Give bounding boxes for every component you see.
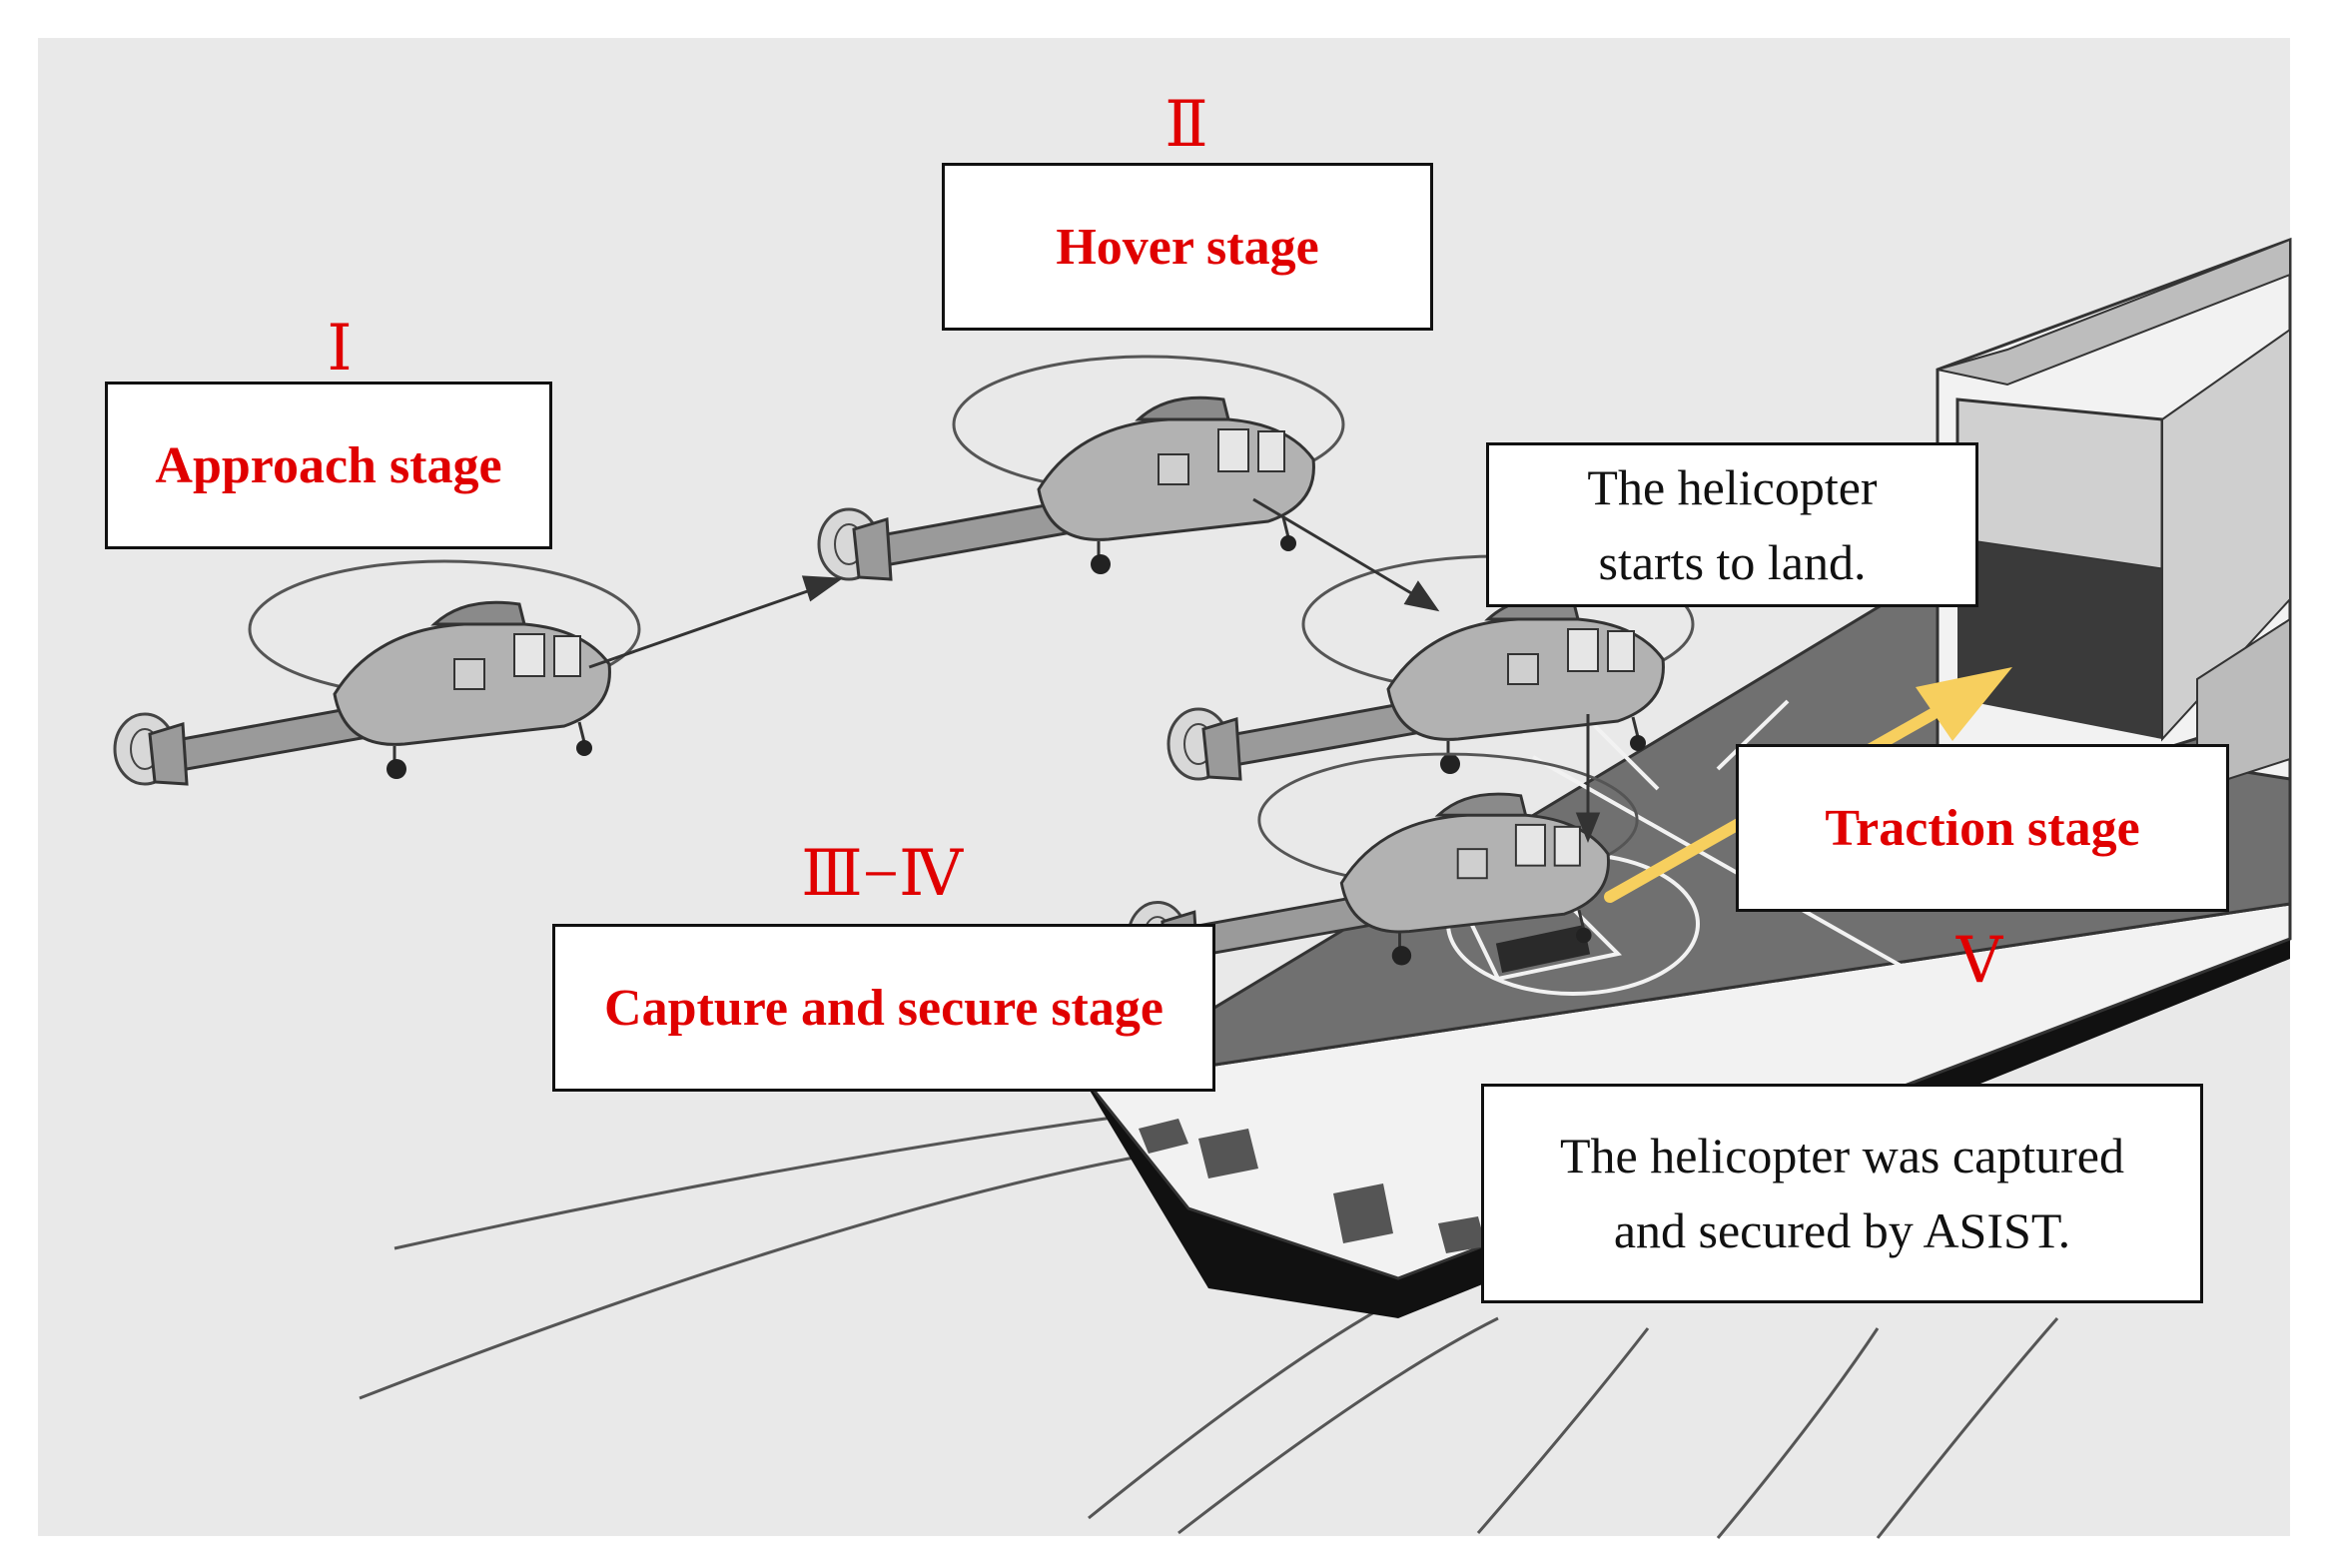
stage-numeral-hover: Ⅱ bbox=[1164, 89, 1208, 160]
stage-numeral-capture: Ⅲ−Ⅳ bbox=[801, 838, 963, 909]
stage-numeral-traction: Ⅴ bbox=[1955, 925, 2003, 996]
starts-to-land-line1: The helicopter bbox=[1587, 458, 1878, 515]
hover-stage-label: Hover stage bbox=[942, 163, 1433, 331]
capture-stage-label: Capture and secure stage bbox=[552, 924, 1215, 1092]
stage-numeral-approach: Ⅰ bbox=[327, 313, 353, 384]
captured-line2: and secured by ASIST. bbox=[1613, 1202, 2071, 1258]
captured-note: The helicopter was captured and secured … bbox=[1481, 1084, 2203, 1303]
approach-stage-label: Approach stage bbox=[105, 382, 552, 549]
starts-to-land-note: The helicopter starts to land. bbox=[1486, 442, 1978, 607]
starts-to-land-line2: starts to land. bbox=[1598, 533, 1867, 590]
traction-stage-label: Traction stage bbox=[1736, 744, 2229, 912]
captured-line1: The helicopter was captured bbox=[1559, 1128, 2124, 1183]
